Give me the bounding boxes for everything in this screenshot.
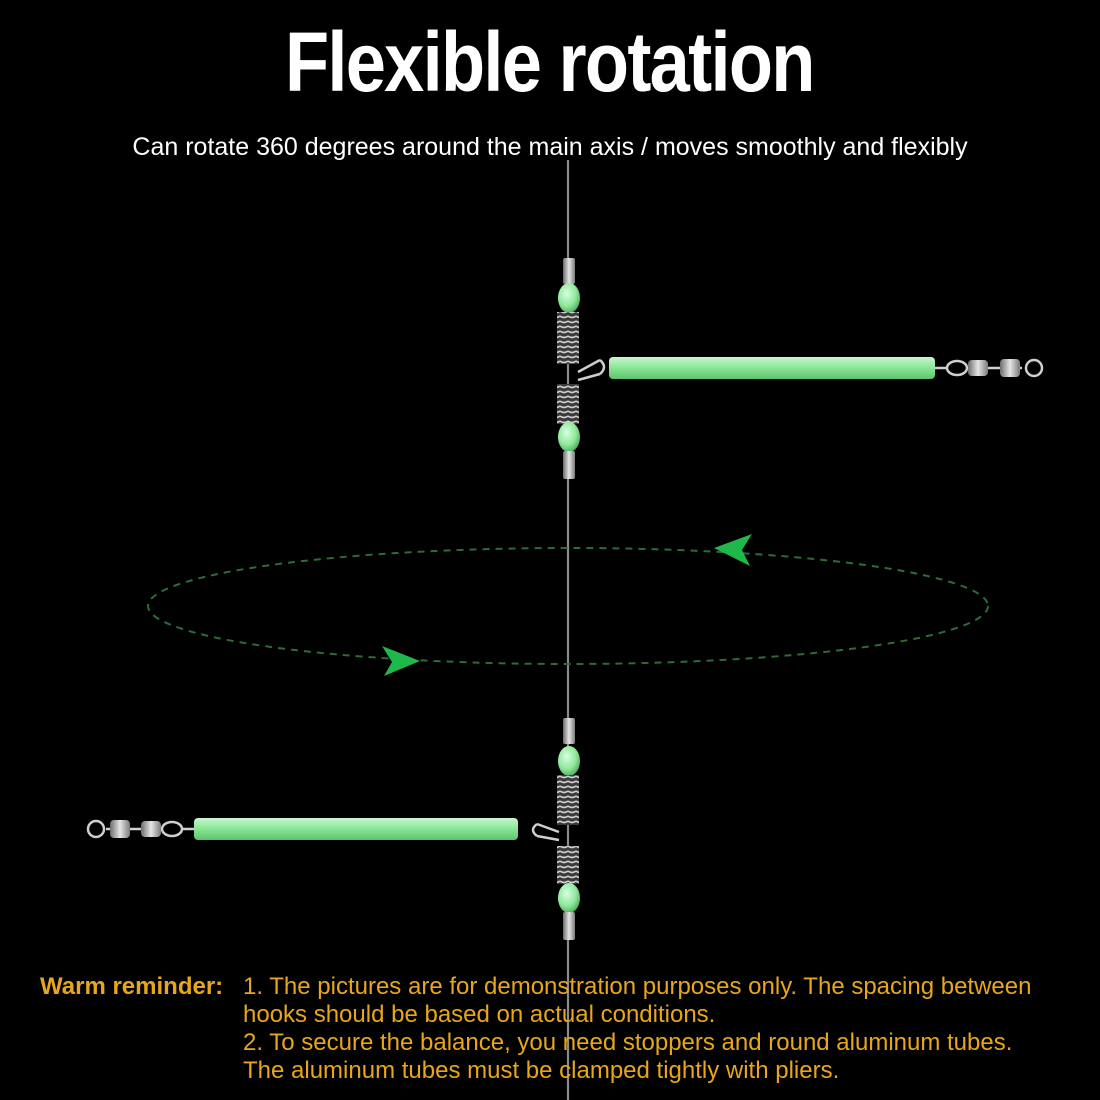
reminder-line: The aluminum tubes must be clamped tight… (243, 1057, 840, 1084)
reminder-line: 2. To secure the balance, you need stopp… (243, 1029, 1013, 1056)
lower-boom-assembly (86, 718, 580, 940)
reminder-line: 1. The pictures are for demonstration pu… (243, 973, 1032, 1000)
rotation-orbit (147, 547, 989, 665)
page-title: Flexible rotation (284, 15, 815, 109)
reminder-label: Warm reminder: (40, 973, 224, 1000)
upper-boom-assembly (557, 258, 1044, 479)
rotation-arrow-icon (714, 534, 752, 566)
reminder-text: 1. The pictures are for demonstration pu… (243, 973, 1100, 1085)
subtitle: Can rotate 360 degrees around the main a… (132, 133, 968, 161)
rotation-arrow-icon (382, 646, 420, 676)
reminder-line: hooks should be based on actual conditio… (243, 1001, 716, 1028)
